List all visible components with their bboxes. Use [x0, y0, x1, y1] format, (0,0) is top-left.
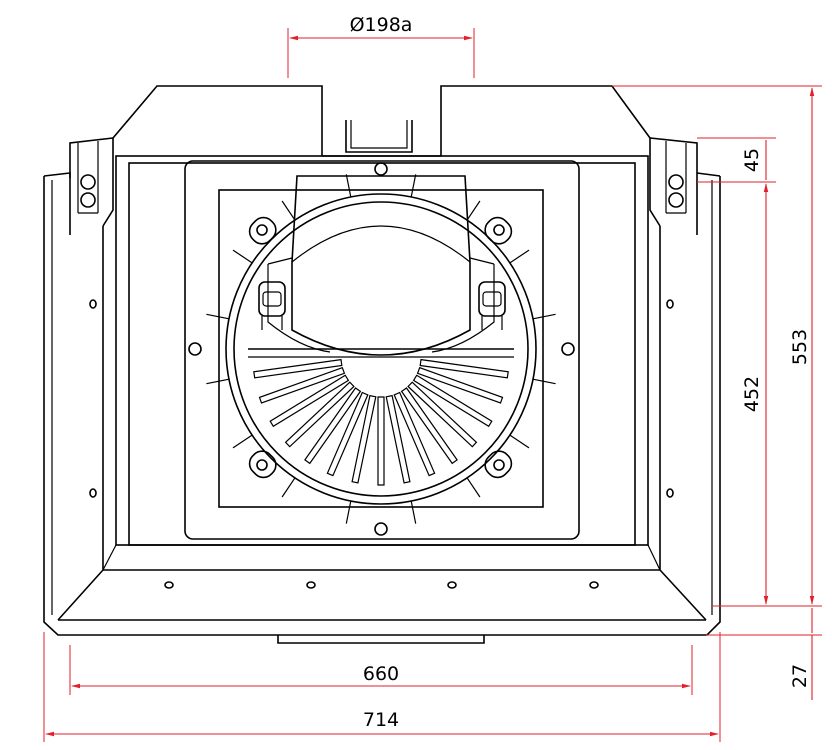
dimension-label-45: 45	[741, 148, 763, 172]
rib-line	[410, 174, 417, 198]
fan-blade	[304, 387, 362, 465]
rib-line	[466, 477, 481, 498]
dimension-height-553: 553	[612, 85, 822, 607]
housing-outline	[43, 85, 721, 644]
fan-blade	[416, 366, 504, 404]
fan-blade	[269, 374, 350, 428]
mounting-holes	[89, 162, 674, 589]
right-bracket	[649, 137, 698, 235]
rib-line	[410, 500, 417, 524]
fan-blades	[248, 348, 514, 486]
rib-line	[345, 500, 352, 524]
fan-blade	[385, 394, 411, 484]
left-bracket	[69, 137, 114, 235]
fan-blade	[326, 391, 369, 477]
fan-blade	[407, 381, 478, 448]
motor-cone	[267, 175, 495, 356]
fan-blade	[412, 374, 493, 428]
fan-blade	[284, 381, 355, 448]
rib-line	[281, 200, 296, 221]
rib-line	[532, 313, 556, 320]
fan-blade	[258, 366, 346, 404]
fan-blade	[419, 358, 509, 379]
corner-lugs	[248, 216, 513, 479]
fan-housing	[225, 193, 537, 505]
fan-blade	[400, 387, 458, 465]
dimension-offset-45: 45	[697, 137, 776, 180]
dimension-width-714: 714	[43, 632, 721, 742]
dimension-label-27: 27	[789, 664, 811, 688]
fan-blade	[393, 391, 436, 477]
dimension-label-452: 452	[741, 376, 763, 412]
rib-line	[232, 249, 253, 264]
dimension-diameter: Ø198a	[287, 14, 475, 78]
rib-line	[509, 249, 530, 264]
dimension-label-660: 660	[363, 663, 399, 685]
rib-line	[345, 174, 352, 198]
rib-line	[281, 477, 296, 498]
inlet-channel	[345, 120, 413, 153]
rib-line	[466, 200, 481, 221]
dimension-label-diameter: Ø198a	[350, 14, 413, 36]
fan-blade	[253, 358, 343, 379]
rib-line	[509, 434, 530, 449]
rib-line	[532, 378, 556, 385]
outer-ribs	[206, 174, 556, 524]
rib-line	[206, 378, 230, 385]
side-clamps	[258, 281, 506, 330]
dimension-height-452: 452	[697, 181, 776, 605]
rib-line	[206, 313, 230, 320]
rib-line	[232, 434, 253, 449]
dimension-label-553: 553	[789, 329, 811, 365]
fan-blade	[351, 394, 377, 484]
dimension-offset-27: 27	[706, 608, 822, 700]
dimension-width-660: 660	[69, 645, 693, 695]
fan-blade	[377, 396, 385, 486]
dimension-label-714: 714	[363, 709, 399, 731]
